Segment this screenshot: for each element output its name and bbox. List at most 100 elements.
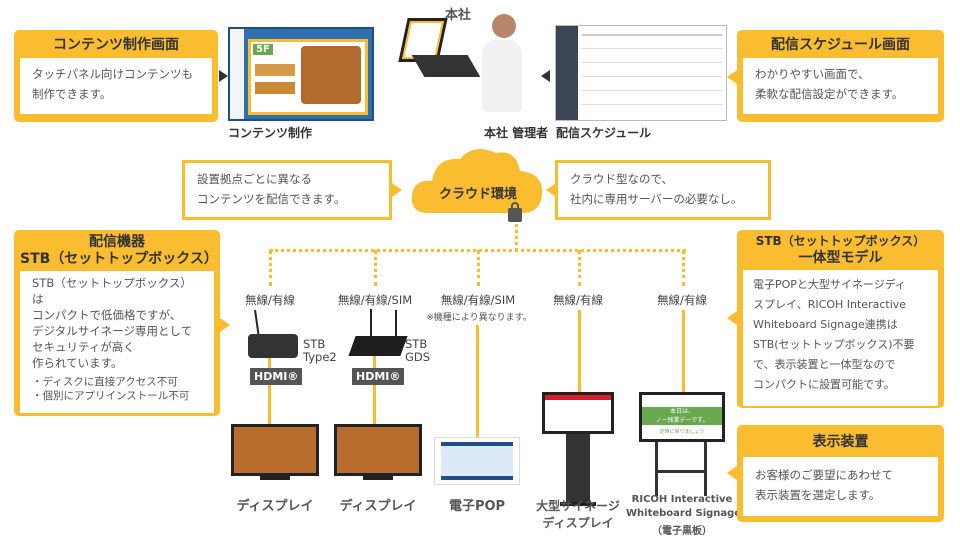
stb-type2-label: Type2 — [303, 350, 337, 364]
device-label: ディスプレイ — [339, 499, 417, 514]
display-device — [231, 424, 319, 476]
lock-icon — [508, 208, 522, 222]
cable-line — [578, 310, 581, 392]
text-line: で、表示装置と一体型なので — [753, 358, 896, 371]
display-stand — [363, 476, 393, 480]
network-line — [682, 250, 685, 286]
device-label: ディスプレイ — [236, 499, 314, 514]
hdmi-badge: HDMI® — [250, 368, 303, 385]
text-line: 柔軟な配信設定ができます。 — [755, 87, 904, 101]
floor-label: 5F — [253, 44, 273, 55]
admin-label: 本社 管理者 — [484, 126, 549, 140]
stb-gds-label: STB — [405, 337, 428, 351]
signage-stand — [566, 434, 590, 504]
device-label: ディスプレイ — [542, 516, 614, 530]
arrow-icon — [219, 70, 228, 82]
schedule-label: 配信スケジュール — [556, 126, 652, 140]
connection-label: 無線/有線/SIM — [440, 293, 516, 307]
text-line: Whiteboard Signage連携は — [753, 318, 898, 331]
device-label: 大型サイネージ — [536, 499, 620, 513]
device-label: Whiteboard Signage — [626, 508, 742, 519]
lock-shackle-icon — [511, 202, 519, 210]
network-line — [515, 224, 518, 251]
cable-line — [373, 355, 376, 425]
text-line: タッチパネル向けコンテンツも — [32, 67, 193, 81]
cloud-label: クラウド環境 — [438, 187, 517, 202]
text-line: セキュリティが高く — [32, 340, 135, 354]
stb-info-box: 配信機器 STB（セットトップボックス） STB（セットトップボックス）は コン… — [14, 230, 220, 416]
whiteboard-text: ノー残業デーです。 — [655, 417, 709, 424]
schedule-info-box: 配信スケジュール画面 わかりやすい画面で、 柔軟な配信設定ができます。 — [737, 30, 944, 122]
integrated-box-subtitle: 一体型モデル — [798, 250, 883, 266]
callout-right: クラウド型なので、 社内に専用サーバーの必要なし。 — [555, 160, 771, 220]
hdmi-badge: HDMI® — [352, 368, 405, 385]
keyboard-icon — [411, 55, 481, 77]
admin-person-icon — [482, 14, 522, 114]
whiteboard-stand-bar — [655, 470, 707, 473]
schedule-screenshot — [555, 25, 727, 121]
content-creation-screenshot: 5F — [228, 27, 374, 121]
connection-note: ※機種により異なります。 — [426, 313, 532, 323]
connection-label: 無線/有線 — [245, 293, 295, 307]
arrow-icon — [546, 183, 556, 197]
whiteboard-text: 定時に帰りましょう — [659, 429, 705, 435]
connection-label: 無線/有線/SIM — [337, 293, 413, 307]
arrow-icon — [541, 70, 550, 82]
stb-box-title: 配信機器 — [89, 234, 145, 250]
cable-line — [476, 325, 479, 437]
antenna-icon — [395, 310, 397, 338]
text-line: 表示装置を選定します。 — [755, 488, 881, 502]
cable-line — [268, 355, 271, 425]
text-line: デジタルサイネージ専用として — [32, 324, 193, 338]
bullet-item: ・個別にアプリインストール不可 — [32, 390, 190, 402]
network-line — [374, 250, 377, 286]
device-label: RICOH Interactive — [631, 494, 733, 505]
connection-label: 無線/有線 — [553, 293, 603, 307]
text-line: スプレイ、RICOH Interactive — [753, 298, 907, 311]
device-label: 電子POP — [448, 499, 506, 514]
antenna-icon — [370, 309, 372, 339]
text-line: STB（セットトップボックス）は — [32, 276, 192, 306]
text-line: コンパクトで低価格ですが、 — [32, 308, 182, 322]
text-line: 社内に専用サーバーの必要なし。 — [570, 192, 743, 206]
arrow-icon — [727, 70, 737, 84]
device-label: （電子黒板） — [652, 526, 712, 537]
content-creation-label: コンテンツ制作 — [228, 126, 313, 140]
network-line — [269, 250, 272, 286]
schedule-info-title: 配信スケジュール画面 — [770, 37, 911, 53]
hq-label: 本社 — [445, 8, 472, 23]
connection-label: 無線/有線 — [657, 293, 707, 307]
text-line: 作られています。 — [32, 356, 123, 370]
text-line: 電子POPと大型サイネージディ — [753, 278, 906, 291]
text-line: コンテンツを配信できます。 — [197, 192, 346, 206]
bullet-item: ・ディスクに直接アクセス不可 — [32, 376, 178, 388]
display-info-box: 表示装置 お客様のご要望にあわせて 表示装置を選定します。 — [737, 425, 944, 522]
stb-gds-device — [348, 336, 408, 356]
content-creation-title: コンテンツ制作画面 — [53, 37, 179, 53]
text-line: わかりやすい画面で、 — [755, 67, 870, 81]
display-device — [334, 424, 422, 476]
display-box-title: 表示装置 — [812, 434, 869, 450]
text-line: コンパクトに設置可能です。 — [753, 378, 895, 391]
arrow-icon — [220, 318, 230, 332]
signage-base — [560, 502, 596, 506]
integrated-box-title: STB（セットトップボックス） — [755, 234, 926, 248]
cable-line — [682, 310, 685, 392]
integrated-model-box: STB（セットトップボックス） 一体型モデル 電子POPと大型サイネージディ ス… — [737, 230, 944, 408]
stb-box-subtitle: STB（セットトップボックス） — [20, 251, 218, 267]
text-line: クラウド型なので、 — [570, 172, 674, 186]
text-line: 設置拠点ごとに異なる — [197, 172, 312, 186]
network-line — [477, 250, 480, 286]
arrow-icon — [392, 183, 402, 197]
text-line: 制作できます。 — [32, 87, 112, 101]
callout-left: 設置拠点ごとに異なる コンテンツを配信できます。 — [182, 160, 392, 220]
electronic-pop-device — [434, 437, 520, 485]
stb-type2-device — [248, 334, 298, 358]
stb-type2-label: STB — [303, 337, 326, 351]
text-line: お客様のご要望にあわせて — [755, 468, 893, 482]
arrow-icon — [727, 311, 737, 325]
network-line — [578, 250, 581, 286]
whiteboard-signage-device: 本日は、 ノー残業デーです。 定時に帰りましょう — [639, 392, 725, 442]
cloud-icon — [411, 149, 543, 213]
display-stand — [260, 476, 290, 480]
